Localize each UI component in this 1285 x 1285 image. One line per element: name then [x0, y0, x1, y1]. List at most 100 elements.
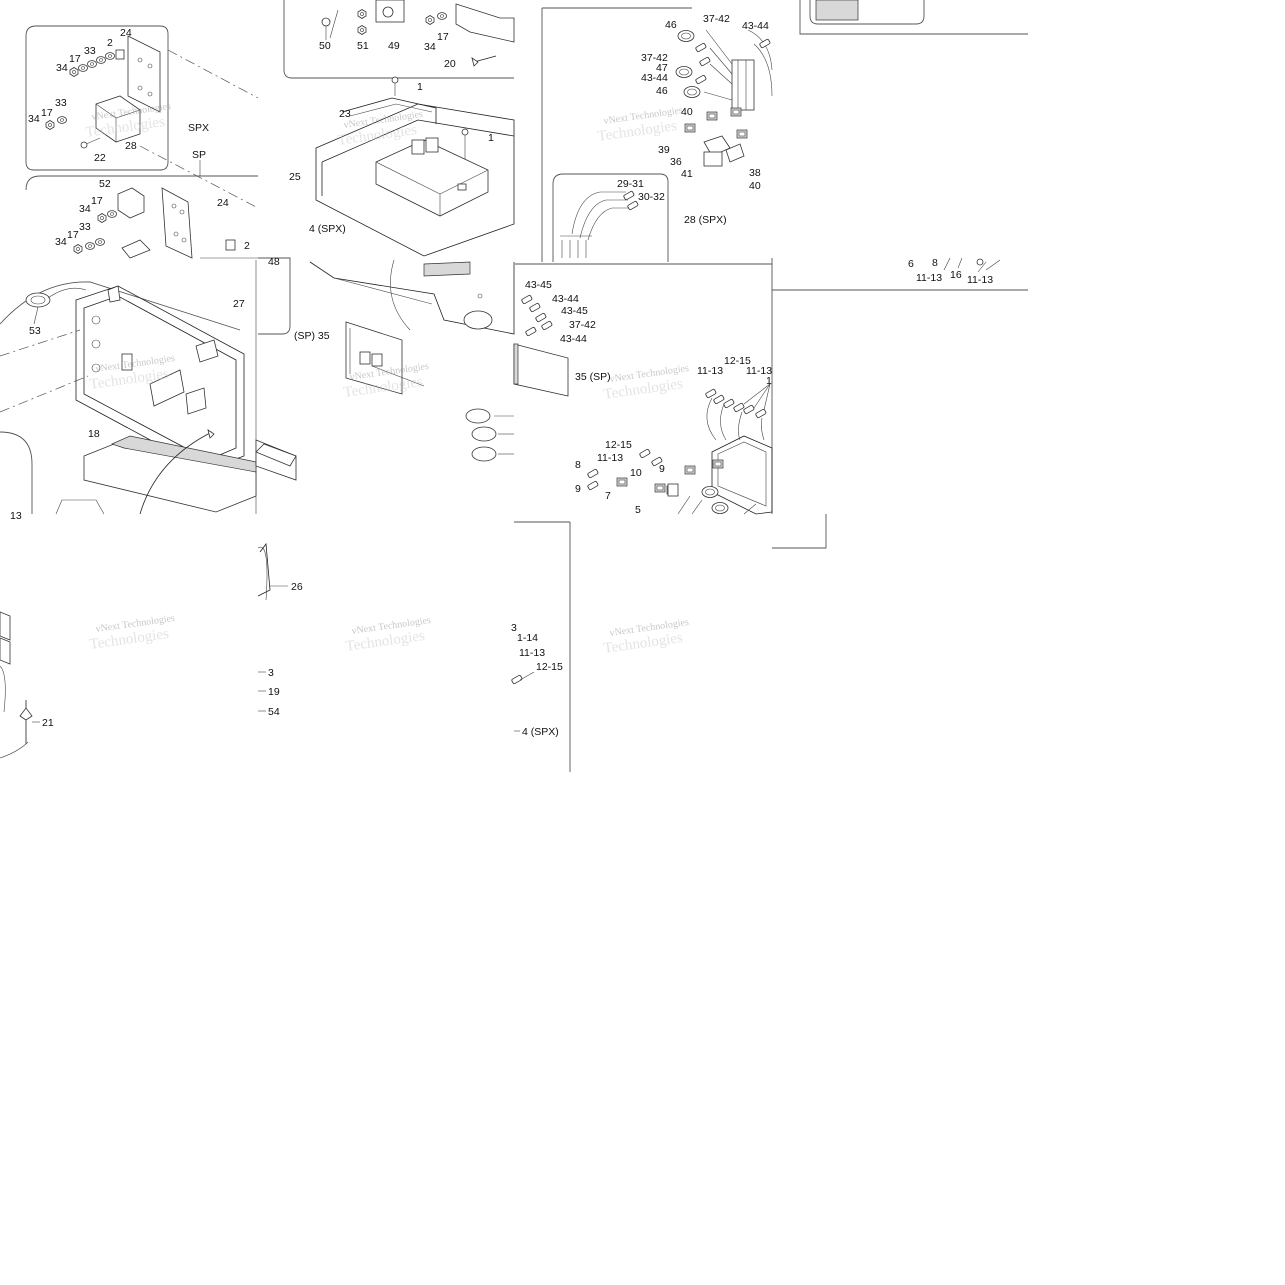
callout-label: 33: [79, 221, 91, 233]
callout-label: 30-32: [638, 191, 665, 203]
callout-label: 3: [268, 667, 274, 679]
callout-label: 17: [41, 107, 53, 119]
callout-label: 12-15: [536, 661, 563, 673]
callout-label: 9: [575, 483, 581, 495]
callout-label: 52: [99, 178, 111, 190]
callout-label: 9: [659, 463, 665, 475]
tile-middle-center: [255, 257, 515, 467]
tile-top-left: [25, 25, 259, 259]
callout-label: 4 (SPX): [522, 726, 559, 738]
callout-label: 27: [233, 298, 245, 310]
callout-label: 39: [658, 144, 670, 156]
callout-label: 12-15: [724, 355, 751, 367]
callout-label: 43-44: [552, 293, 579, 305]
tile-bottom-left: [0, 611, 40, 759]
callout-label: 28: [125, 140, 137, 152]
tile-middle-left: [0, 260, 297, 515]
callout-label: 2: [244, 240, 250, 252]
tile-middle-right: [513, 258, 827, 549]
callout-label: 40: [749, 180, 761, 192]
callout-label: 53: [29, 325, 41, 337]
callout-label: 13: [10, 510, 22, 522]
callout-label: 7: [605, 490, 611, 502]
callout-label: 40: [681, 106, 693, 118]
callout-label: 50: [319, 40, 331, 52]
callout-label: 38: [749, 167, 761, 179]
callout-label: 37-42: [641, 52, 668, 64]
tile-bottom-right: [510, 521, 571, 772]
callout-label: 17: [67, 229, 79, 241]
callout-label: 24: [120, 27, 132, 39]
callout-label: 34: [28, 113, 40, 125]
callout-label: 49: [388, 40, 400, 52]
callout-label: 43-44: [560, 333, 587, 345]
callout-label: 43-44: [742, 20, 769, 32]
callout-label: 33: [55, 97, 67, 109]
callout-label: 11-13: [746, 365, 772, 377]
callout-label: 43-44: [641, 72, 668, 84]
callout-label: SP: [192, 149, 206, 161]
callout-label: 8: [932, 257, 938, 269]
callout-label: 4 (SPX): [309, 223, 346, 235]
tile-far-right: [772, 0, 1028, 291]
callout-label: 20: [444, 58, 456, 70]
callout-label: 47: [656, 62, 668, 74]
callout-label: 48: [268, 256, 280, 268]
callout-label: 11-13: [916, 272, 942, 284]
callout-label: 21: [42, 717, 54, 729]
callout-label: 3: [511, 622, 517, 634]
callout-label: 2: [107, 37, 113, 49]
callout-label: 1: [766, 375, 772, 387]
callout-label: 11-13: [597, 452, 623, 464]
callout-label: 1-14: [517, 632, 538, 644]
callout-label: 43-45: [525, 279, 552, 291]
callout-label: 10: [630, 467, 642, 479]
callout-label: 1: [417, 81, 423, 93]
callout-label: 34: [79, 203, 91, 215]
callout-label: 24: [217, 197, 229, 209]
callout-label: 11-13: [697, 365, 723, 377]
callout-label: 46: [656, 85, 668, 97]
callout-label: 11-13: [519, 647, 545, 659]
callout-label: 1: [488, 132, 494, 144]
callout-label: 28 (SPX): [684, 214, 727, 226]
callout-label: 34: [55, 236, 67, 248]
callout-label: 18: [88, 428, 100, 440]
callout-label: 43-45: [561, 305, 588, 317]
callout-label: 41: [681, 168, 693, 180]
callout-label: 37-42: [703, 13, 730, 25]
callout-label: 25: [289, 171, 301, 183]
callout-label: 51: [357, 40, 369, 52]
callout-label: SPX: [188, 122, 209, 134]
tile-bottom-center: [257, 542, 288, 712]
callout-label: 12-15: [605, 439, 632, 451]
callout-label: 19: [268, 686, 280, 698]
callout-label: 36: [670, 156, 682, 168]
callout-label: 11-13: [967, 274, 993, 286]
callout-label: 26: [291, 581, 303, 593]
callout-label: 23: [339, 108, 351, 120]
callout-label: 5: [635, 504, 641, 516]
callout-label: 17: [69, 53, 81, 65]
callout-label: 22: [94, 152, 106, 164]
callout-label: 8: [575, 459, 581, 471]
callout-label: 6: [908, 258, 914, 270]
callout-label: 34: [424, 41, 436, 53]
tile-top-right: [515, 7, 773, 265]
callout-label: 37-42: [569, 319, 596, 331]
callout-label: 34: [56, 62, 68, 74]
callout-label: 54: [268, 706, 280, 718]
tile-top-center: [283, 0, 515, 257]
callout-label: 17: [437, 31, 449, 43]
callout-label: 35 (SP): [575, 371, 611, 383]
callout-label: 33: [84, 45, 96, 57]
callout-label: 46: [665, 19, 677, 31]
callout-label: 16: [950, 269, 962, 281]
